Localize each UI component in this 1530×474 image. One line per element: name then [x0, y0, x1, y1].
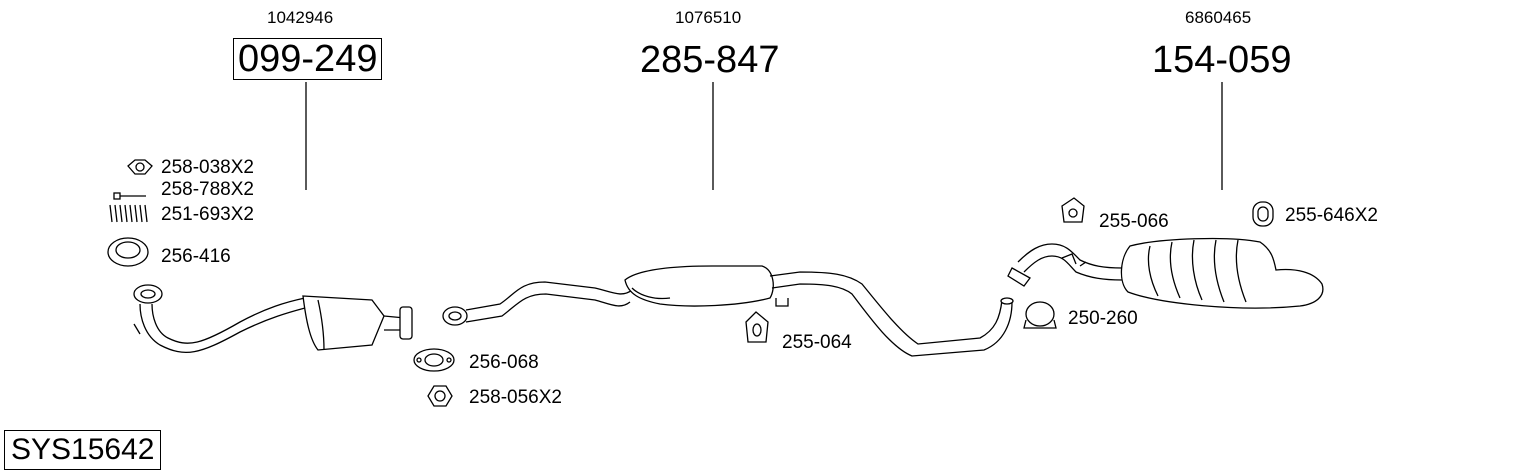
part-number-2[interactable]: 285-847: [640, 39, 780, 81]
system-id: SYS15642: [4, 430, 162, 470]
rear-silencer: [1007, 237, 1324, 309]
accessory-label-rubber-mount[interactable]: 255-064: [782, 332, 852, 353]
gasket-ring-icon: [107, 237, 149, 267]
accessory-label-hex-nut[interactable]: 258-056X2: [469, 387, 562, 408]
spring-icon: [109, 204, 148, 223]
flange-gasket-icon: [413, 348, 455, 372]
accessory-label-pipe-clamp[interactable]: 250-260: [1068, 308, 1138, 329]
part-number-3[interactable]: 154-059: [1152, 39, 1292, 81]
accessory-label-bolt[interactable]: 258-788X2: [161, 179, 254, 200]
rubber-hanger-icon: [1061, 197, 1085, 223]
nut-icon: [127, 159, 153, 175]
bolt-icon: [113, 192, 146, 200]
accessory-label-gasket[interactable]: 256-416: [161, 246, 231, 267]
rubber-mount-icon: [745, 311, 769, 343]
pipe-clamp-icon: [1023, 301, 1057, 329]
part-number-1[interactable]: 099-249: [233, 38, 383, 80]
accessory-label-rubber-hanger[interactable]: 255-066: [1099, 211, 1169, 232]
accessory-label-spring[interactable]: 251-693X2: [161, 204, 254, 225]
oe-number-3: 6860465: [1185, 8, 1252, 27]
middle-silencer: [442, 265, 1014, 357]
front-pipe-catalyst: [133, 284, 413, 354]
accessory-label-nut[interactable]: 258-038X2: [161, 157, 254, 178]
hex-nut-icon: [427, 385, 453, 407]
rubber-ring-icon: [1252, 201, 1274, 227]
accessory-label-flange-gasket[interactable]: 256-068: [469, 352, 539, 373]
oe-number-1: 1042946: [267, 8, 334, 27]
accessory-label-rubber-ring[interactable]: 255-646X2: [1285, 205, 1378, 226]
oe-number-2: 1076510: [675, 8, 742, 27]
